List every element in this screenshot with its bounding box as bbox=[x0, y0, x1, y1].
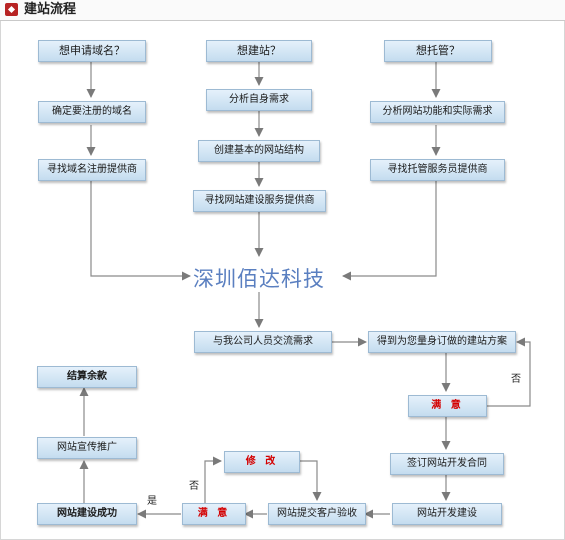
yes-label: 是 bbox=[147, 496, 157, 507]
section-icon bbox=[5, 3, 18, 16]
header-bar: 建站流程 bbox=[0, 0, 565, 21]
find-site-provider-box: 寻找网站建设服务提供商 bbox=[193, 190, 326, 212]
find-hosting-provider-box: 寻找托管服务员提供商 bbox=[370, 159, 505, 181]
arrow-domain-to-center bbox=[90, 181, 191, 281]
satisfied-bottom-box: 满 意 bbox=[182, 503, 246, 525]
develop-box: 网站开发建设 bbox=[392, 503, 502, 525]
settle-box: 结算余款 bbox=[37, 366, 137, 388]
confirm-domain-box: 确定要注册的域名 bbox=[38, 101, 146, 123]
find-domain-provider-box: 寻找域名注册提供商 bbox=[38, 159, 146, 181]
arrow-not-satisfied-loop bbox=[487, 337, 531, 407]
modify-box: 修 改 bbox=[224, 451, 300, 473]
analyze-needs-box: 分析自身需求 bbox=[206, 89, 312, 111]
satisfied-decision-box: 满 意 bbox=[408, 395, 487, 417]
sign-contract-box: 签订网站开发合同 bbox=[390, 453, 504, 475]
no-label-right: 否 bbox=[511, 374, 521, 385]
want-site-box: 想建站？ bbox=[206, 40, 312, 62]
company-watermark: 深圳佰达科技 bbox=[193, 267, 325, 291]
want-domain-box: 想申请域名？ bbox=[38, 40, 146, 62]
page-title: 建站流程 bbox=[24, 2, 77, 17]
create-structure-box: 创建基本的网站结构 bbox=[198, 140, 320, 162]
analyze-hosting-box: 分析网站功能和实际需求 bbox=[370, 101, 505, 123]
communicate-box: 与我公司人员交流需求 bbox=[194, 331, 332, 353]
promotion-box: 网站宣传推广 bbox=[37, 437, 137, 459]
no-label-bottom: 否 bbox=[189, 481, 199, 492]
arrow-to-modify bbox=[204, 456, 222, 503]
site-success-box: 网站建设成功 bbox=[37, 503, 137, 525]
arrow-hosting-to-center bbox=[342, 181, 437, 281]
arrow-modify-to-acceptance bbox=[300, 460, 322, 501]
custom-plan-box: 得到为您量身订做的建站方案 bbox=[368, 331, 516, 353]
submit-acceptance-box: 网站提交客户验收 bbox=[268, 503, 366, 525]
want-hosting-box: 想托管？ bbox=[384, 40, 492, 62]
